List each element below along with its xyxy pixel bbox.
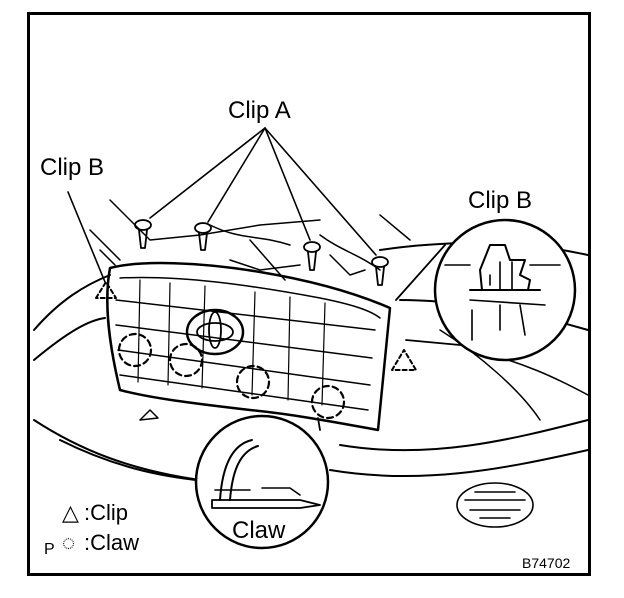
legend-clip-text: :Clip — [84, 500, 128, 525]
claw-detail-label: Claw — [232, 517, 286, 544]
clip-a-fastener-4 — [371, 256, 389, 286]
clip-a-fastener-2 — [194, 222, 212, 251]
clip-a-fastener-1 — [134, 219, 152, 249]
clip-marker-triangle-right — [391, 349, 417, 371]
fog-light — [456, 482, 534, 528]
legend: △ :Clip P ◌ :Claw — [44, 500, 139, 558]
engine-bay-lines — [89, 199, 411, 281]
legend-claw-text: :Claw — [84, 530, 139, 555]
clip-a-fasteners — [134, 219, 389, 286]
clip-b-label: Clip B — [40, 154, 104, 181]
figure-id: B74702 — [522, 555, 570, 571]
clip-b-detail-label: Clip B — [468, 187, 532, 214]
legend-prefix: P — [44, 541, 55, 558]
clip-markers — [95, 281, 417, 371]
clip-a-label: Clip A — [228, 97, 291, 124]
clip-a-fastener-3 — [303, 241, 321, 271]
legend-claw-symbol: ◌ — [62, 530, 75, 555]
claw-marker-2 — [168, 342, 204, 378]
clip-a-leaders — [149, 127, 377, 256]
legend-clip-symbol: △ — [62, 500, 79, 525]
claw-marker-3 — [235, 364, 271, 400]
claw-marker-1 — [117, 332, 153, 368]
claw-markers — [117, 332, 346, 420]
claw-marker-4 — [310, 384, 346, 420]
claw-detail-callout — [194, 414, 330, 550]
clip-b-leader — [67, 191, 106, 283]
clip-marker-triangle-left — [95, 281, 117, 299]
clip-b-detail-callout — [395, 218, 577, 362]
